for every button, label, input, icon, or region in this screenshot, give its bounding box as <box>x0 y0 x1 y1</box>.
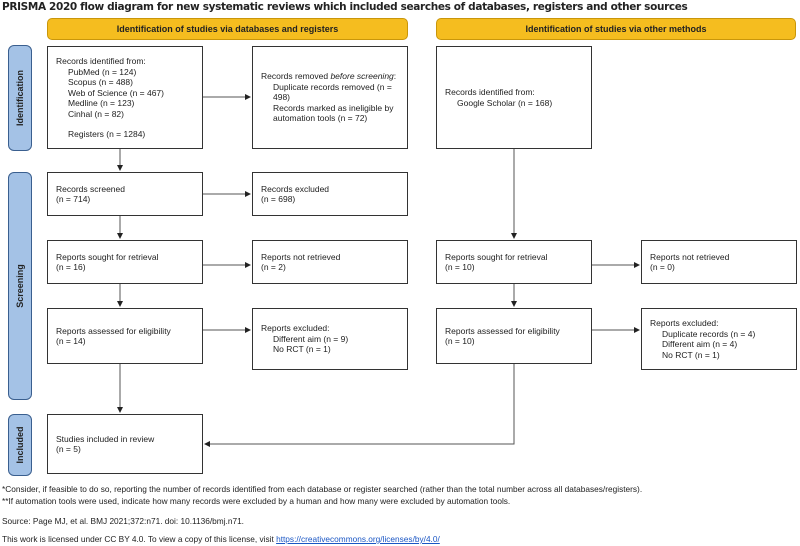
removed-item: Records marked as ineligible by automati… <box>273 102 394 124</box>
box-label: Studies included in review <box>56 433 155 444</box>
box-count: (n = 698) <box>261 194 296 204</box>
excluded-item: Different aim (n = 4) <box>662 339 738 349</box>
box-heading: Reports excluded: <box>261 323 330 334</box>
excluded-item: No RCT (n = 1) <box>273 344 331 355</box>
box-count: (n = 10) <box>445 262 475 272</box>
box-count: (n = 16) <box>56 262 86 272</box>
other-reports-not-retrieved-box: Reports not retrieved(n = 0) <box>641 240 797 284</box>
license-note: This work is licensed under CC BY 4.0. T… <box>2 534 440 544</box>
phase-included: Included <box>8 414 32 476</box>
source-note: Source: Page MJ, et al. BMJ 2021;372:n71… <box>2 516 244 526</box>
box-label: Records screened <box>56 183 125 194</box>
box-label: Reports sought for retrieval <box>445 251 548 262</box>
box-label: Reports assessed for eligibility <box>56 325 171 336</box>
box-label: Records excluded <box>261 183 330 194</box>
source-item: Web of Science (n = 467) <box>68 87 164 98</box>
box-label: Reports assessed for eligibility <box>445 325 560 336</box>
other-reports-excluded-box: Reports excluded: Duplicate records (n =… <box>641 308 797 370</box>
box-label: Reports not retrieved <box>650 251 730 262</box>
box-label: Reports not retrieved <box>261 251 341 262</box>
footnote-2: **If automation tools were used, indicat… <box>2 496 511 506</box>
other-reports-assessed-box: Reports assessed for eligibility(n = 10) <box>436 308 592 364</box>
removed-item: Duplicate records removed (n = 498) <box>273 81 392 103</box>
box-heading: Reports excluded: <box>650 318 719 328</box>
box-count: (n = 10) <box>445 336 475 346</box>
box-label: Reports sought for retrieval <box>56 251 159 262</box>
phase-screening: Screening <box>8 172 32 400</box>
diagram-title: PRISMA 2020 flow diagram for new systema… <box>2 1 688 13</box>
reports-not-retrieved-box: Reports not retrieved(n = 2) <box>252 240 408 284</box>
reports-assessed-box: Reports assessed for eligibility(n = 14) <box>47 308 203 364</box>
records-excluded-box: Records excluded(n = 698) <box>252 172 408 216</box>
box-heading: Records identified from: <box>56 56 146 66</box>
source-item: Google Scholar (n = 168) <box>457 97 553 108</box>
phase-identification: Identification <box>8 45 32 151</box>
excluded-item: Duplicate records (n = 4) <box>662 328 756 339</box>
header-databases: Identification of studies via databases … <box>47 18 408 40</box>
source-item: PubMed (n = 124) <box>68 66 137 77</box>
records-identified-box: Records identified from: PubMed (n = 124… <box>47 46 203 149</box>
box-heading: Records identified from: <box>445 87 535 97</box>
box-heading: Records removed before screening: <box>261 71 397 82</box>
source-item: Scopus (n = 488) <box>68 77 133 87</box>
source-item: Medline (n = 123) <box>68 98 135 108</box>
box-count: (n = 0) <box>650 262 675 272</box>
records-screened-box: Records screened(n = 714) <box>47 172 203 216</box>
registers-item: Registers (n = 1284) <box>68 129 146 139</box>
box-count: (n = 5) <box>56 444 81 454</box>
box-count: (n = 714) <box>56 194 91 204</box>
excluded-item: Different aim (n = 9) <box>273 333 349 344</box>
header-other-methods: Identification of studies via other meth… <box>436 18 796 40</box>
studies-included-box: Studies included in review(n = 5) <box>47 414 203 474</box>
box-count: (n = 2) <box>261 262 286 272</box>
footnote-1: *Consider, if feasible to do so, reporti… <box>2 484 643 494</box>
box-count: (n = 14) <box>56 336 86 346</box>
reports-sought-box: Reports sought for retrieval(n = 16) <box>47 240 203 284</box>
license-link[interactable]: https://creativecommons.org/licenses/by/… <box>276 534 440 544</box>
records-removed-box: Records removed before screening: Duplic… <box>252 46 408 149</box>
arrow <box>204 364 515 447</box>
other-reports-sought-box: Reports sought for retrieval(n = 10) <box>436 240 592 284</box>
excluded-item: No RCT (n = 1) <box>662 349 720 360</box>
other-records-identified-box: Records identified from: Google Scholar … <box>436 46 592 149</box>
source-item: Cinhal (n = 82) <box>68 108 124 119</box>
reports-excluded-box: Reports excluded: Different aim (n = 9) … <box>252 308 408 370</box>
